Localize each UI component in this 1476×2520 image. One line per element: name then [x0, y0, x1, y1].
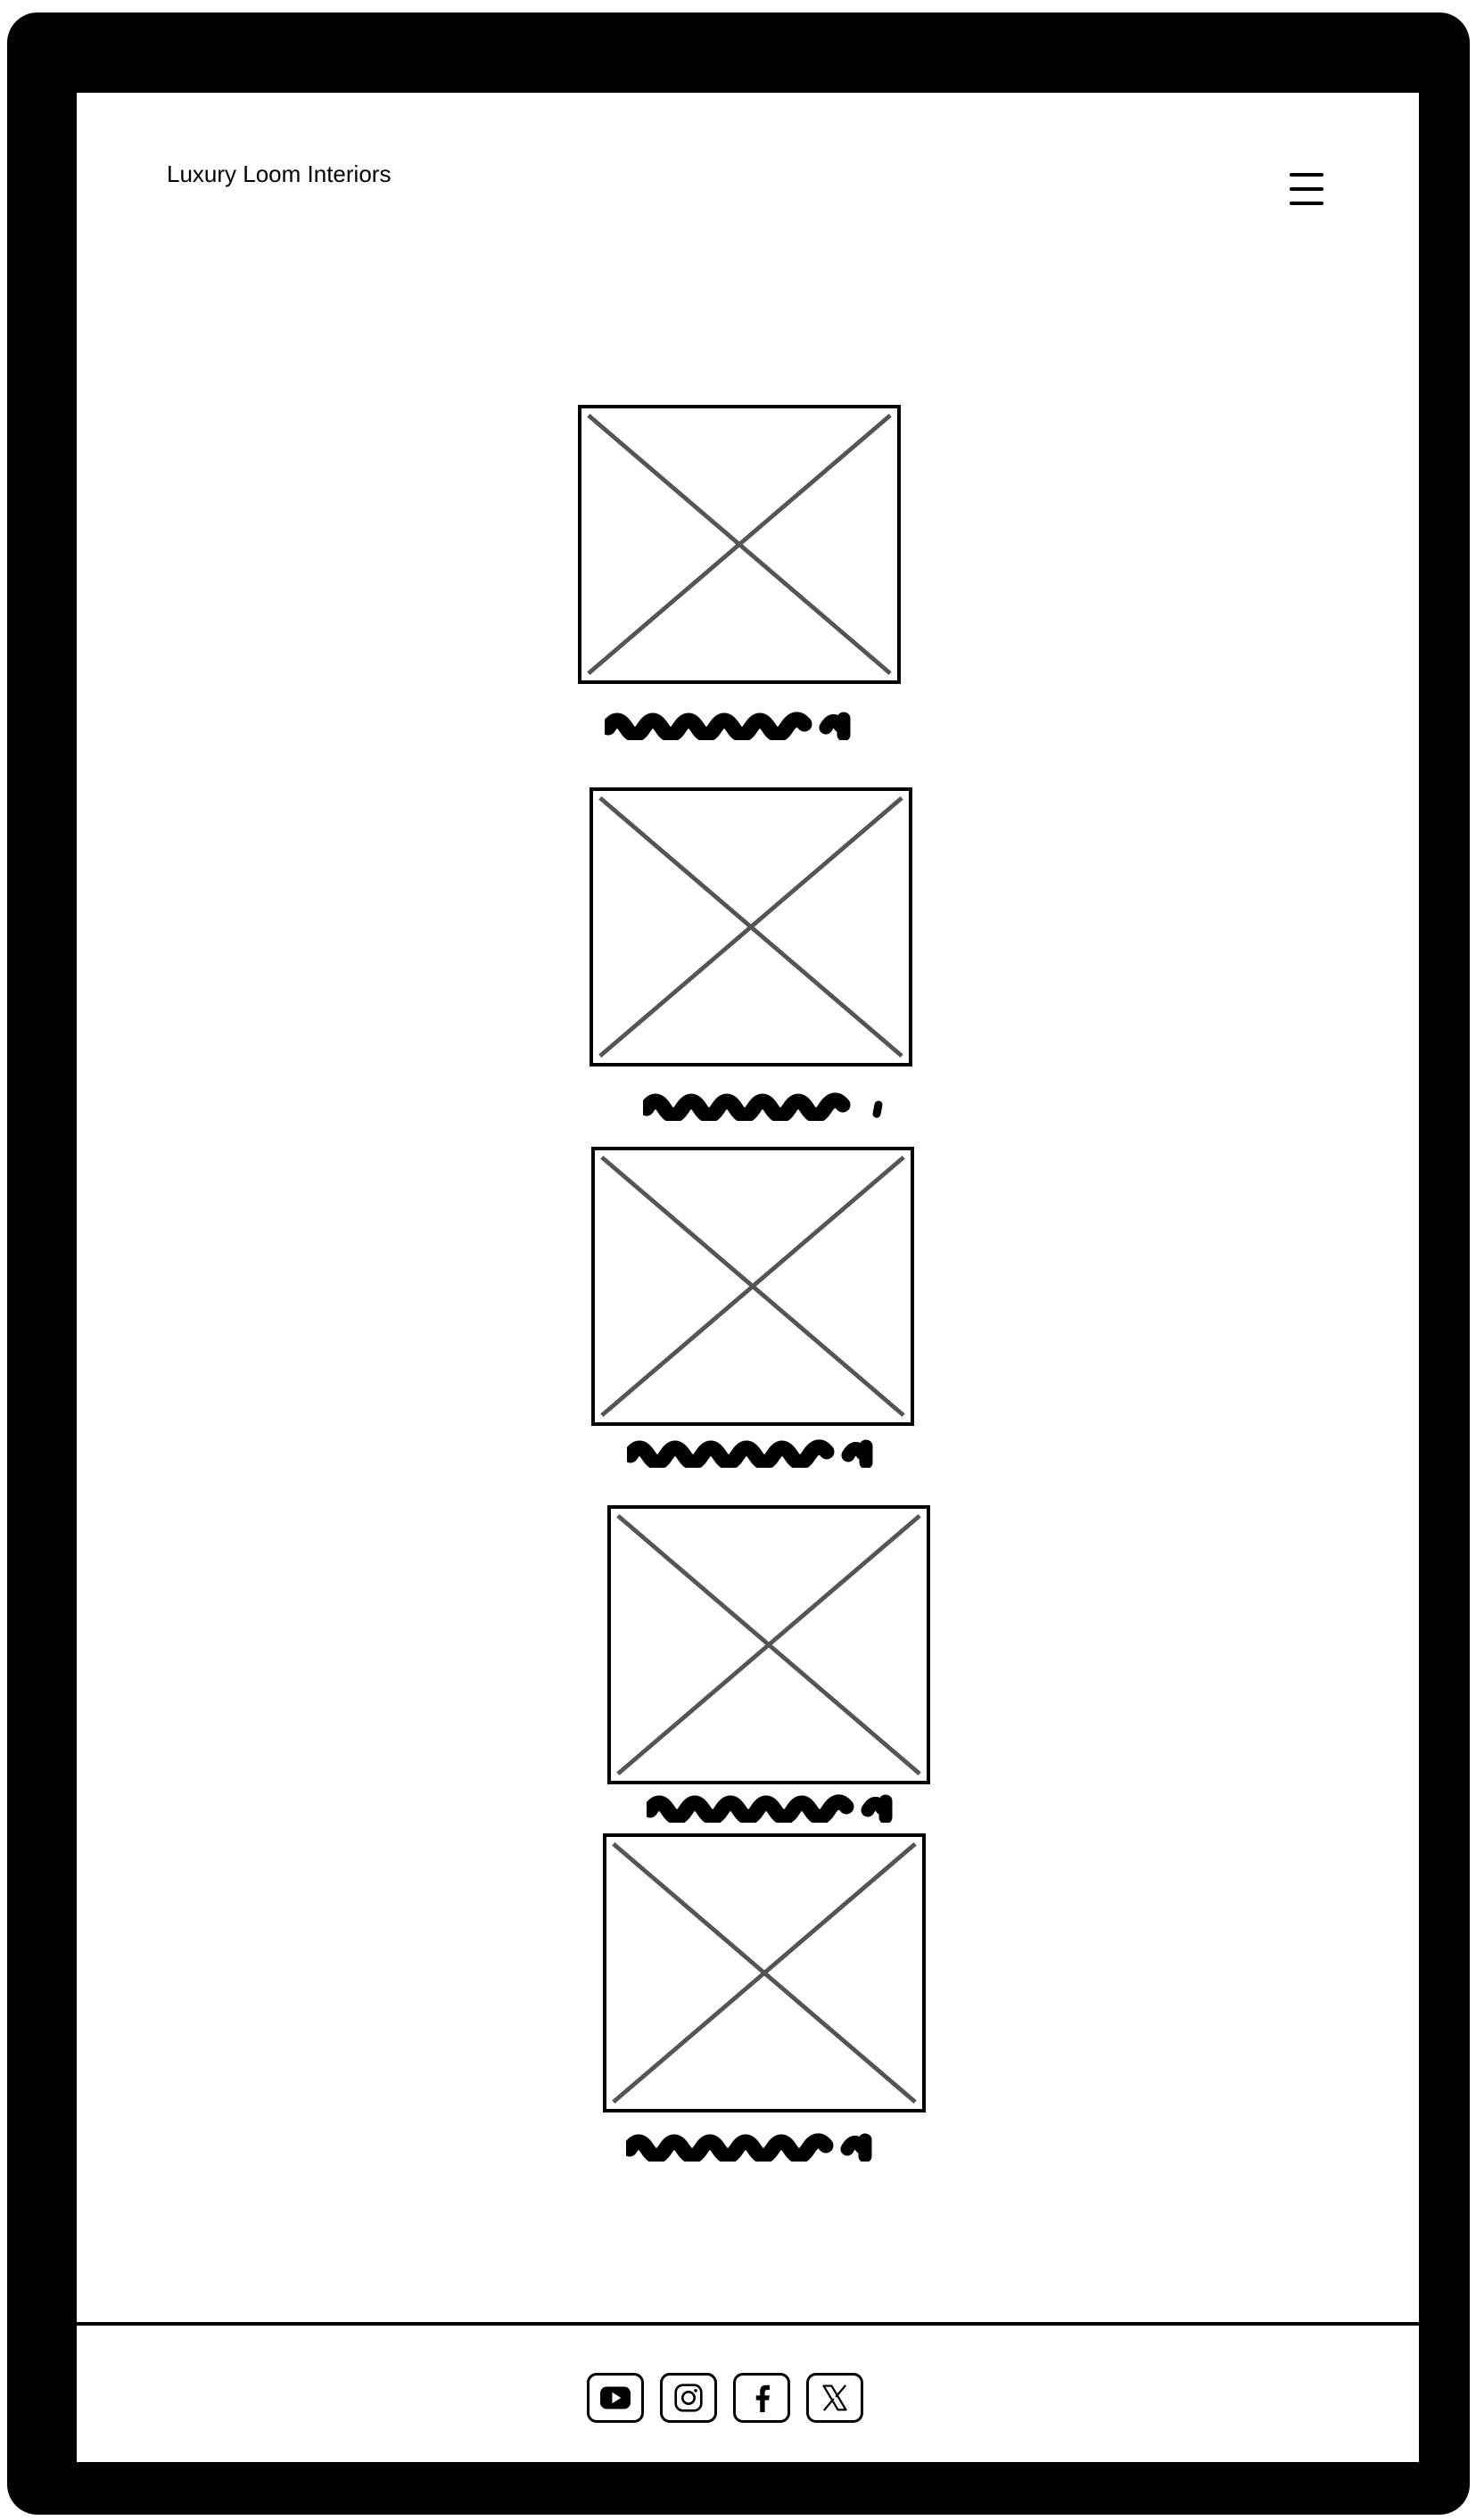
- gallery-item[interactable]: ~~~~~~~~ ~~: [603, 1833, 926, 2172]
- gallery-item[interactable]: ~~~~~~~~ ~~: [607, 1505, 930, 1844]
- image-placeholder-icon: [591, 1147, 914, 1426]
- image-placeholder-icon: [603, 1833, 926, 2112]
- device-frame: Luxury Loom Interiors ~~~~~~~~ ~~: [7, 12, 1470, 2515]
- caption-scribble: ~~~~~~~~ ~~: [600, 708, 863, 743]
- youtube-icon[interactable]: [587, 2373, 644, 2423]
- caption-scribble: ~~~~~~~~ ~~: [642, 1791, 905, 1825]
- hamburger-menu-icon[interactable]: [1281, 166, 1332, 212]
- gallery-item[interactable]: ~~~~~~~~ ~: [590, 787, 912, 1126]
- instagram-icon[interactable]: [660, 2373, 717, 2423]
- image-placeholder-icon: [607, 1505, 930, 1784]
- footer-divider: [77, 2322, 1419, 2326]
- screen: Luxury Loom Interiors ~~~~~~~~ ~~: [77, 93, 1419, 2462]
- x-icon[interactable]: [806, 2373, 863, 2423]
- gallery-item[interactable]: ~~~~~~~~ ~~: [591, 1147, 914, 1486]
- caption-scribble: ~~~~~~~~ ~~: [623, 1436, 886, 1470]
- image-placeholder-icon: [590, 787, 912, 1066]
- facebook-icon[interactable]: [733, 2373, 790, 2423]
- caption-scribble: ~~~~~~~~ ~~: [622, 2129, 885, 2164]
- image-placeholder-icon: [578, 405, 901, 684]
- gallery-item[interactable]: ~~~~~~~~ ~~: [578, 405, 901, 744]
- brand-name: Luxury Loom Interiors: [167, 161, 392, 187]
- caption-scribble: ~~~~~~~~ ~: [639, 1089, 902, 1124]
